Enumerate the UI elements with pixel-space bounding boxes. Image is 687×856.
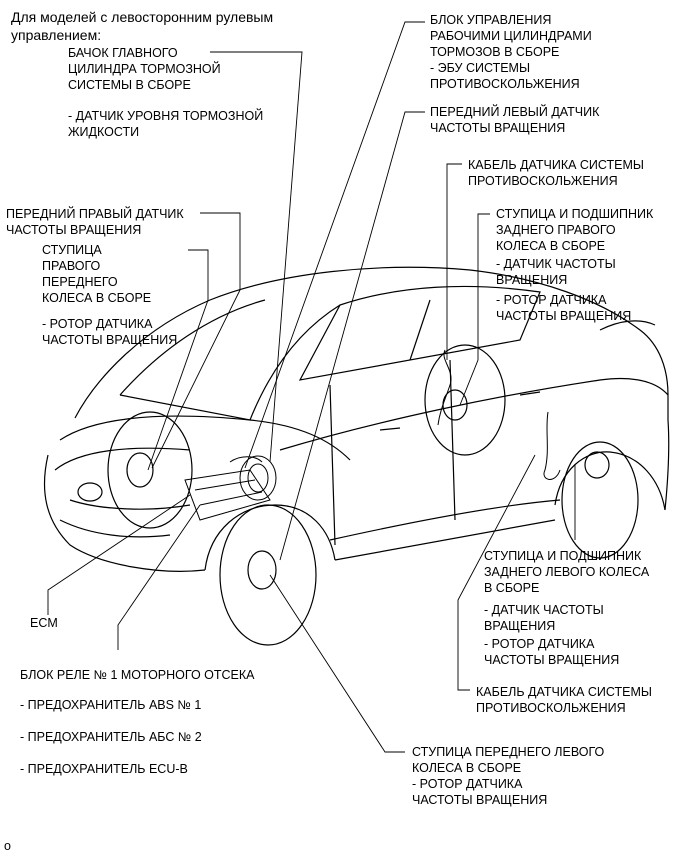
- sensor-cables: [437, 349, 561, 480]
- front-right-rotor-label: - РОТОР ДАТЧИКА ЧАСТОТЫ ВРАЩЕНИЯ: [42, 317, 178, 347]
- skid-cable-top-label: КАБЕЛЬ ДАТЧИКА СИСТЕМЫ ПРОТИВОСКОЛЬЖЕНИЯ: [468, 158, 644, 188]
- leader-lines: [47, 21, 576, 753]
- rear-right-hub-label: СТУПИЦА И ПОДШИПНИК ЗАДНЕГО ПРАВОГО КОЛЕ…: [496, 207, 654, 253]
- front-right-hub-label: СТУПИЦА ПРАВОГО ПЕРЕДНЕГО КОЛЕСА В СБОРЕ: [42, 243, 152, 305]
- footer-mark: o: [4, 839, 11, 853]
- brake-actuator: [184, 455, 277, 521]
- rear-left-hub-label: СТУПИЦА И ПОДШИПНИК ЗАДНЕГО ЛЕВОГО КОЛЕС…: [484, 549, 650, 595]
- rear-right-sensor-label: - ДАТЧИК ЧАСТОТЫ ВРАЩЕНИЯ: [496, 257, 616, 287]
- rear-left-rotor-label: - РОТОР ДАТЧИКА ЧАСТОТЫ ВРАЩЕНИЯ: [484, 637, 620, 667]
- relay-block-label: БЛОК РЕЛЕ № 1 МОТОРНОГО ОТСЕКА: [20, 668, 255, 682]
- fuse-abs2-label: - ПРЕДОХРАНИТЕЛЬ АБС № 2: [20, 730, 202, 744]
- actuator-label: БЛОК УПРАВЛЕНИЯ РАБОЧИМИ ЦИЛИНДРАМИ ТОРМ…: [430, 13, 592, 91]
- rear-left-sensor-label: - ДАТЧИК ЧАСТОТЫ ВРАЩЕНИЯ: [484, 603, 604, 633]
- front-left-sensor-label: ПЕРЕДНИЙ ЛЕВЫЙ ДАТЧИК ЧАСТОТЫ ВРАЩЕНИЯ: [430, 105, 600, 135]
- fluid-sensor-label: - ДАТЧИК УРОВНЯ ТОРМОЗНОЙ ЖИДКОСТИ: [68, 109, 264, 139]
- header-title: Для моделей с левосторонним рулевым упра…: [11, 9, 274, 43]
- master-cylinder-label: БАЧОК ГЛАВНОГО ЦИЛИНДРА ТОРМОЗНОЙ СИСТЕМ…: [68, 46, 221, 92]
- front-right-sensor-label: ПЕРЕДНИЙ ПРАВЫЙ ДАТЧИК ЧАСТОТЫ ВРАЩЕНИЯ: [6, 207, 184, 237]
- fuse-ecub-label: - ПРЕДОХРАНИТЕЛЬ ECU-B: [20, 762, 188, 776]
- skid-cable-bottom-label: КАБЕЛЬ ДАТЧИКА СИСТЕМЫ ПРОТИВОСКОЛЬЖЕНИЯ: [476, 685, 652, 715]
- rear-right-rotor-label: - РОТОР ДАТЧИКА ЧАСТОТЫ ВРАЩЕНИЯ: [496, 293, 632, 323]
- ecm-label: ECM: [30, 616, 58, 630]
- front-left-hub-label: СТУПИЦА ПЕРЕДНЕГО ЛЕВОГО КОЛЕСА В СБОРЕ …: [412, 745, 605, 807]
- car-body: [43, 266, 670, 572]
- fuse-abs1-label: - ПРЕДОХРАНИТЕЛЬ ABS № 1: [20, 698, 202, 712]
- wheels: [107, 344, 639, 646]
